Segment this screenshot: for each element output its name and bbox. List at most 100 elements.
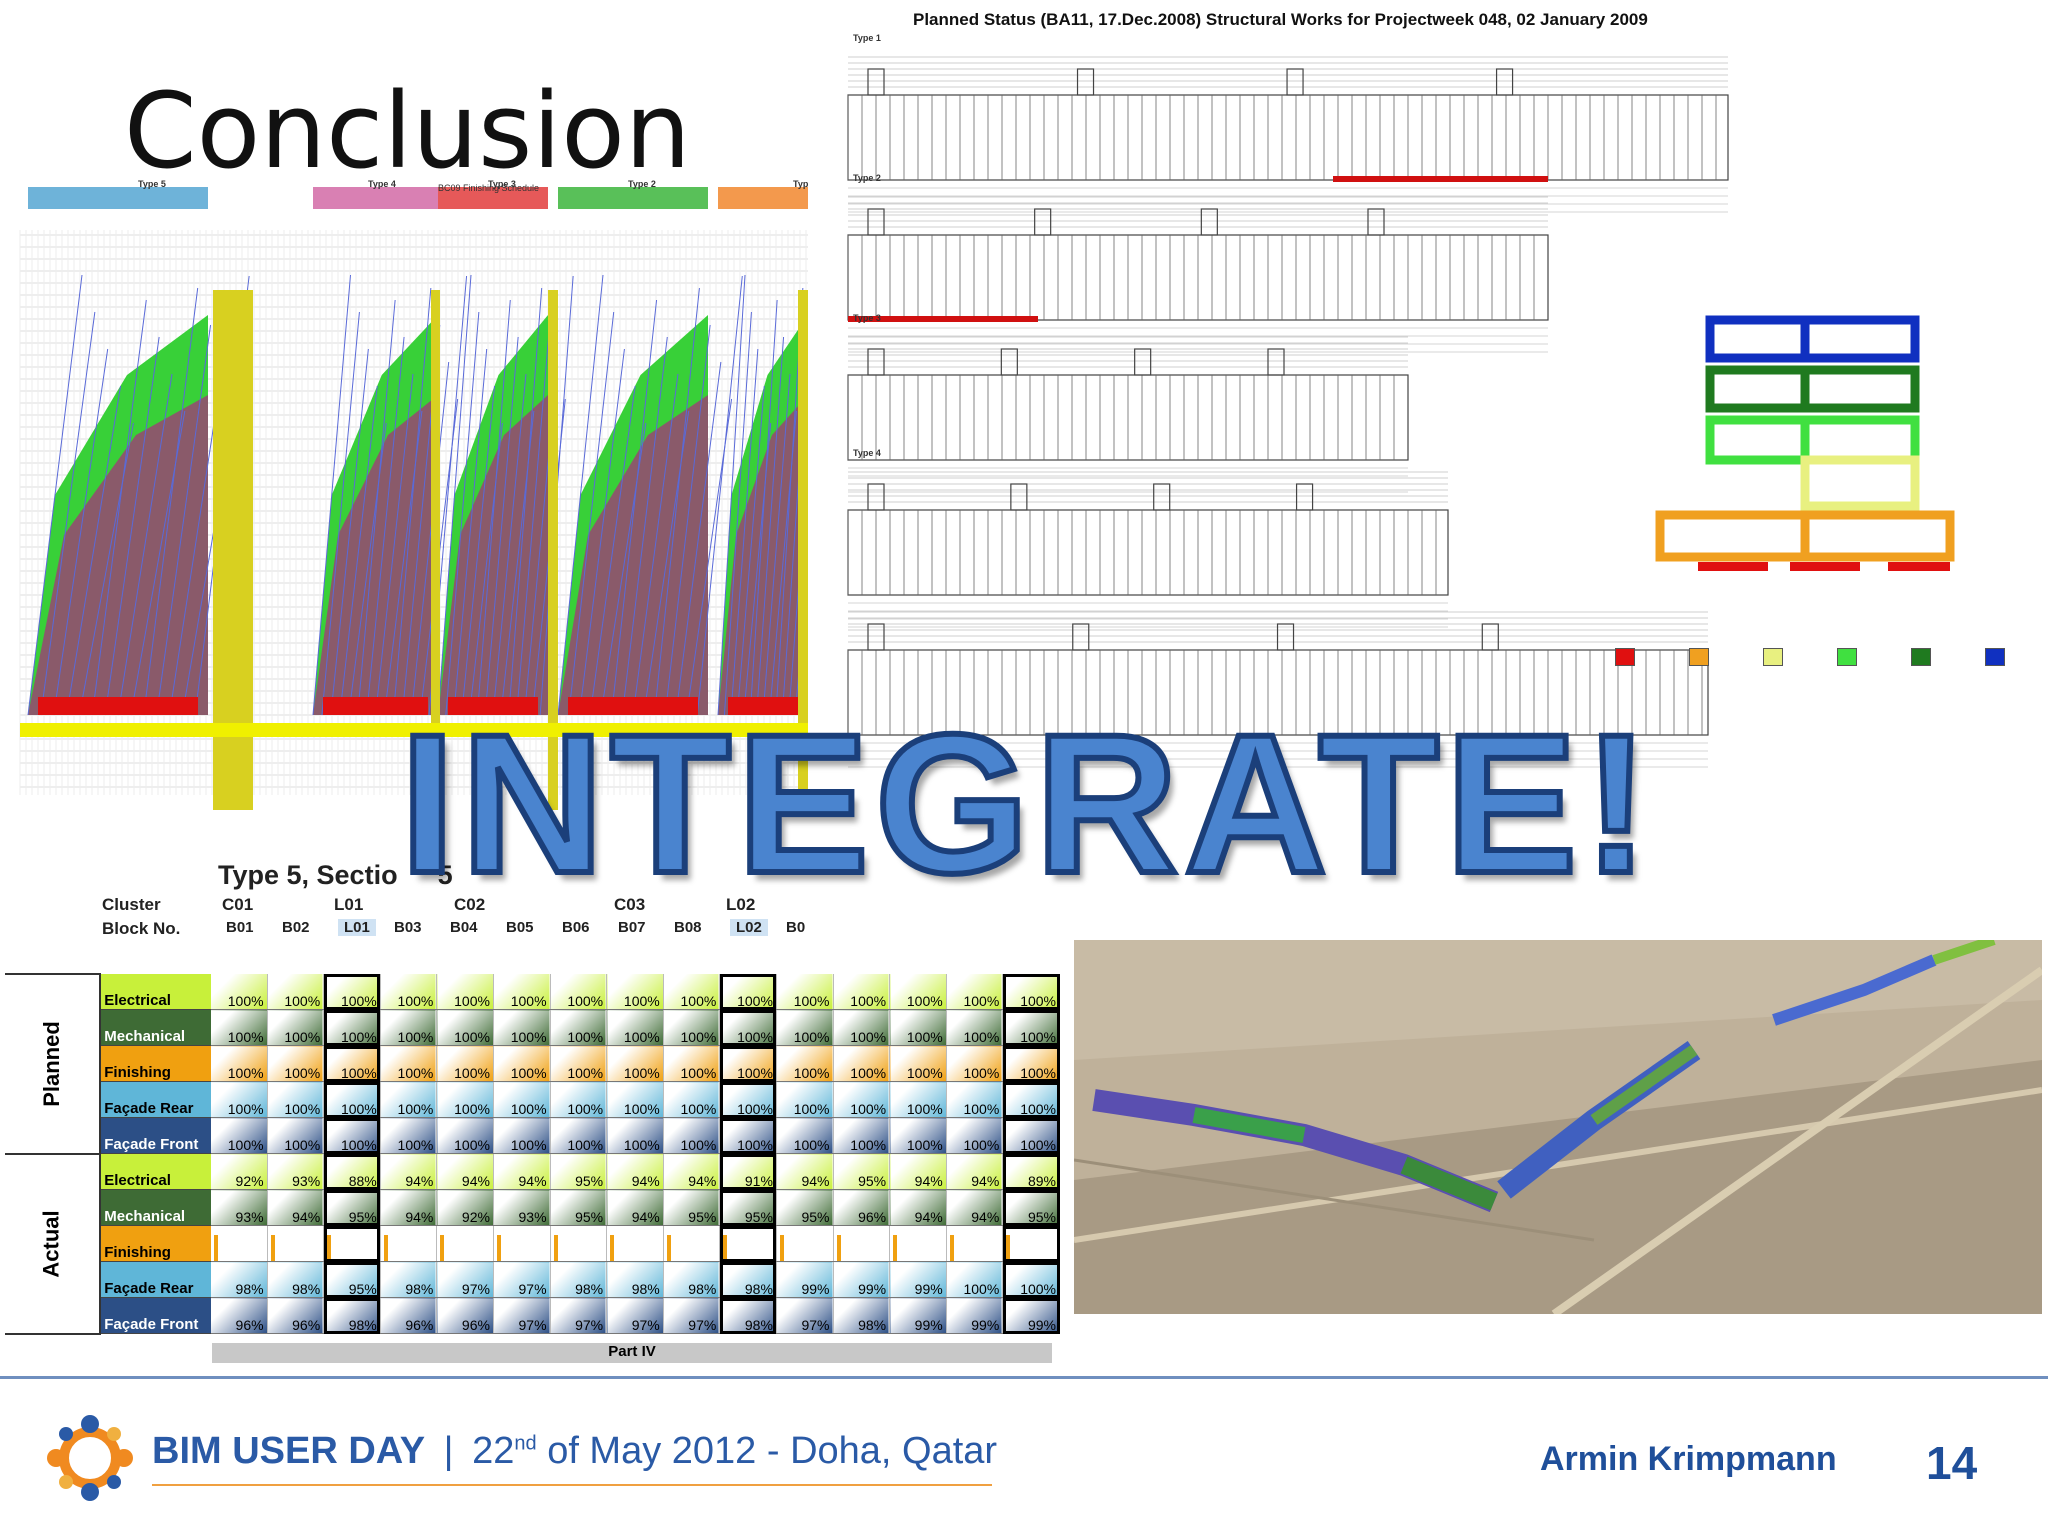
progress-cell — [267, 1225, 325, 1262]
progress-cell: 98% — [323, 1297, 381, 1334]
progress-cell: 98% — [719, 1297, 777, 1334]
progress-cell: 100% — [210, 1081, 268, 1118]
progress-cell: 100% — [323, 1045, 381, 1082]
row-label: Façade Front — [100, 1117, 211, 1154]
progress-cell: 100% — [663, 1117, 721, 1154]
cluster-label-cell: C02 — [454, 895, 486, 914]
progress-cell: 100% — [833, 1081, 891, 1118]
group-label: Planned — [39, 1020, 65, 1107]
progress-cell — [210, 1225, 268, 1262]
progress-cell: 100% — [946, 974, 1004, 1010]
progress-cell: 100% — [493, 1117, 551, 1154]
event-separator: | — [443, 1430, 454, 1472]
progress-cell: 100% — [436, 1045, 494, 1082]
block-label-cell: B0 — [786, 919, 806, 936]
progress-cell: 100% — [436, 1117, 494, 1154]
progress-cell: 100% — [833, 1117, 891, 1154]
progress-cell: 100% — [776, 1081, 834, 1118]
progress-cell: 98% — [719, 1261, 777, 1298]
event-logo — [44, 1412, 136, 1504]
progress-cell: 95% — [550, 1189, 608, 1226]
progress-bar-stub — [666, 1235, 671, 1261]
block-label-cell: B08 — [674, 919, 702, 936]
progress-cell: 94% — [663, 1153, 721, 1190]
part-footer: Part IV — [212, 1343, 1052, 1363]
progress-cell: 97% — [550, 1297, 608, 1334]
progress-cell: 100% — [663, 1045, 721, 1082]
row-label: Mechanical — [100, 1189, 211, 1226]
block-label: Block No. — [102, 919, 181, 938]
progress-cell: 100% — [946, 1045, 1004, 1082]
row-label: Electrical — [100, 1153, 211, 1190]
progress-cell: 100% — [719, 1009, 777, 1046]
progress-cell — [776, 1225, 834, 1262]
progress-cell: 100% — [550, 974, 608, 1010]
progress-cell: 96% — [267, 1297, 325, 1334]
progress-cell: 100% — [946, 1081, 1004, 1118]
block-label-cell: L01 — [338, 919, 376, 936]
cluster-label: Cluster — [102, 895, 161, 914]
integrate-overlay-text: INTEGRATE! — [397, 693, 1656, 914]
progress-cell: 94% — [889, 1189, 947, 1226]
progress-cell: 100% — [833, 1045, 891, 1082]
progress-cell: 95% — [833, 1153, 891, 1190]
progress-cell: 94% — [436, 1153, 494, 1190]
progress-cell: 100% — [493, 1045, 551, 1082]
progress-cell: 100% — [606, 1081, 664, 1118]
progress-cell: 100% — [776, 1009, 834, 1046]
footer-divider — [0, 1376, 2048, 1379]
cluster-label-cell: C03 — [614, 895, 646, 914]
block-label-cell: B06 — [562, 919, 590, 936]
progress-cell: 95% — [776, 1189, 834, 1226]
finishing-schedule-header: BC09 Finishing Schedule — [438, 183, 540, 193]
progress-cell: 100% — [719, 1117, 777, 1154]
progress-cell — [719, 1225, 777, 1262]
slide-number: 14 — [1926, 1437, 1978, 1489]
progress-cell: 94% — [776, 1153, 834, 1190]
progress-cell: 100% — [889, 1117, 947, 1154]
progress-bar-stub — [949, 1235, 954, 1261]
progress-cell: 99% — [1002, 1297, 1060, 1334]
progress-bar-stub — [1006, 1235, 1011, 1261]
progress-cell: 100% — [267, 974, 325, 1010]
schedule-type-label: Type 5 — [138, 179, 166, 189]
progress-cell — [380, 1225, 438, 1262]
progress-cell: 100% — [776, 974, 834, 1010]
part-footer-label: Part IV — [608, 1343, 656, 1360]
progress-cell: 94% — [380, 1189, 438, 1226]
progress-cell: 88% — [323, 1153, 381, 1190]
progress-bar-stub — [723, 1235, 728, 1261]
progress-cell: 100% — [267, 1045, 325, 1082]
progress-cell: 100% — [267, 1081, 325, 1118]
progress-cell: 94% — [606, 1153, 664, 1190]
status-section-label: Type 3 — [853, 313, 881, 323]
group-label: Actual — [39, 1209, 65, 1278]
progress-cell: 100% — [1002, 974, 1060, 1010]
progress-cell: 100% — [380, 1081, 438, 1118]
progress-cell: 100% — [663, 1081, 721, 1118]
progress-cell: 94% — [380, 1153, 438, 1190]
row-label: Façade Front — [100, 1297, 211, 1334]
progress-cell: 100% — [889, 1045, 947, 1082]
legend-swatch — [1689, 648, 1709, 666]
presenter-name: Armin Krimpmann — [1540, 1440, 1837, 1478]
progress-bar-stub — [270, 1235, 275, 1261]
slide-title: Conclusion — [124, 70, 691, 192]
progress-cell: 100% — [946, 1009, 1004, 1046]
progress-cell — [946, 1225, 1004, 1262]
event-logo-icon — [47, 1415, 133, 1501]
status-section-label: Type 1 — [853, 33, 881, 43]
cluster-label-cell: L01 — [334, 895, 364, 914]
progress-cell: 94% — [889, 1153, 947, 1190]
event-day-suffix: nd — [514, 1432, 537, 1455]
progress-bar-stub — [553, 1235, 558, 1261]
progress-cell: 95% — [663, 1189, 721, 1226]
site-terrain — [1074, 940, 2042, 1314]
progress-cell: 97% — [776, 1297, 834, 1334]
